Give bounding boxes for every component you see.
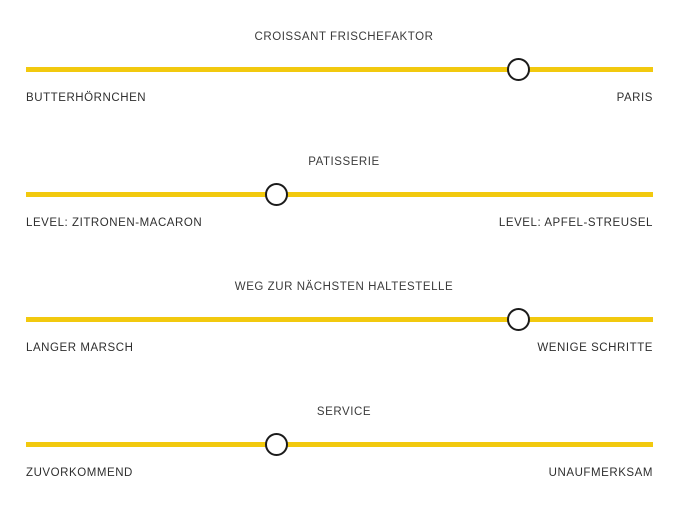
slider-left-label: BUTTERHÖRNCHEN <box>26 92 147 104</box>
slider-group-croissant-frischefaktor: CROISSANT FRISCHEFAKTOR BUTTERHÖRNCHEN P… <box>0 20 688 145</box>
slider-handle[interactable] <box>264 183 288 206</box>
slider-endpoint-labels: LANGER MARSCH WENIGE SCHRITTE <box>26 340 653 356</box>
slider-track-croissant-frischefaktor[interactable] <box>26 56 653 82</box>
slider-track-bar[interactable] <box>26 442 653 447</box>
slider-group-patisserie: PATISSERIE LEVEL: ZITRONEN-MACARON LEVEL… <box>0 145 688 270</box>
slider-endpoint-labels: ZUVORKOMMEND UNAUFMERKSAM <box>26 465 653 481</box>
slider-right-label: PARIS <box>616 92 653 104</box>
slider-title: CROISSANT FRISCHEFAKTOR <box>254 31 434 43</box>
slider-track-bar[interactable] <box>26 67 653 72</box>
slider-title: WEG ZUR NÄCHSTEN HALTESTELLE <box>234 281 454 293</box>
slider-left-label: LEVEL: ZITRONEN-MACARON <box>26 217 203 229</box>
slider-right-label: UNAUFMERKSAM <box>548 467 653 479</box>
slider-handle[interactable] <box>507 308 531 331</box>
slider-left-label: LANGER MARSCH <box>26 342 134 354</box>
slider-right-label: WENIGE SCHRITTE <box>537 342 653 354</box>
slider-track-bar[interactable] <box>26 192 653 197</box>
slider-left-label: ZUVORKOMMEND <box>26 467 133 479</box>
slider-handle[interactable] <box>264 433 288 456</box>
slider-group-service: SERVICE ZUVORKOMMEND UNAUFMERKSAM <box>0 395 688 520</box>
slider-track-bar[interactable] <box>26 317 653 322</box>
slider-endpoint-labels: BUTTERHÖRNCHEN PARIS <box>26 90 653 106</box>
slider-handle[interactable] <box>507 58 531 81</box>
slider-track-weg-zur-naechsten-haltestelle[interactable] <box>26 306 653 332</box>
slider-title: PATISSERIE <box>308 156 380 168</box>
slider-endpoint-labels: LEVEL: ZITRONEN-MACARON LEVEL: APFEL-STR… <box>26 215 653 231</box>
slider-track-patisserie[interactable] <box>26 181 653 207</box>
slider-right-label: LEVEL: APFEL-STREUSEL <box>498 217 653 229</box>
slider-track-service[interactable] <box>26 431 653 457</box>
slider-group-weg-zur-naechsten-haltestelle: WEG ZUR NÄCHSTEN HALTESTELLE LANGER MARS… <box>0 270 688 395</box>
slider-title: SERVICE <box>316 406 372 418</box>
